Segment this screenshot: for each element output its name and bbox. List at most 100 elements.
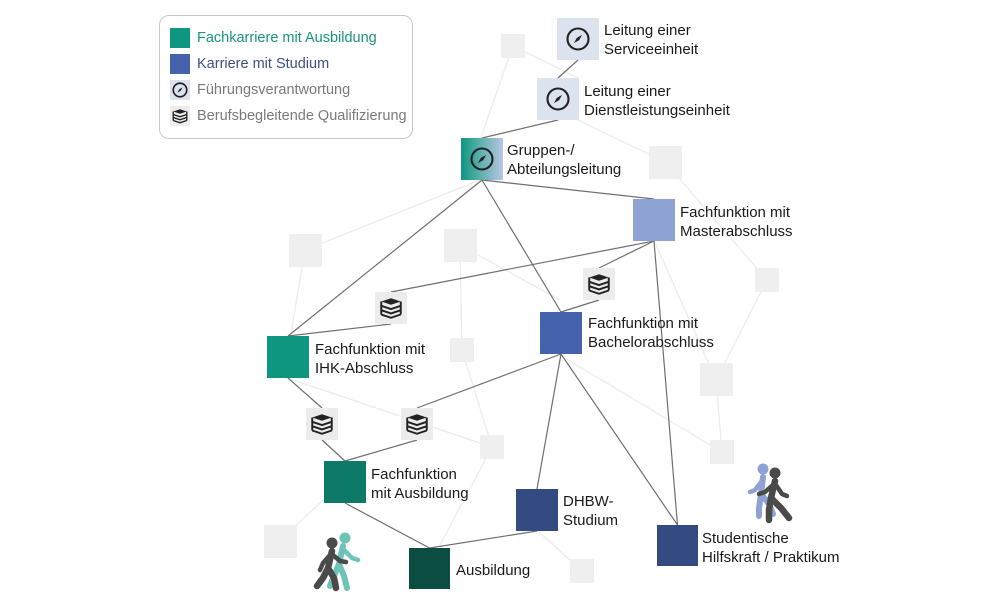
edge-group_lead-bachelor bbox=[481, 179, 562, 313]
node-gruppen-abteilungsleitung[interactable] bbox=[461, 138, 503, 180]
edge-bachelor-dhbw bbox=[536, 353, 562, 490]
node-label-line: DHBW- bbox=[563, 493, 614, 510]
legend-item-fuehrung: Führungsverantwortung bbox=[170, 79, 350, 101]
edge-dhbw-ausbildung bbox=[429, 530, 538, 549]
legend-label: Karriere mit Studium bbox=[197, 56, 330, 72]
node-label-line: Bachelorabschluss bbox=[588, 334, 714, 351]
legend-label: Berufsbegleitende Qualifizierung bbox=[197, 108, 407, 124]
books-icon bbox=[583, 268, 615, 300]
edge-books_a-ihk bbox=[287, 323, 392, 337]
legend-swatch-blue bbox=[170, 54, 190, 74]
legend: Fachkarriere mit Ausbildung Karriere mit… bbox=[159, 15, 413, 139]
node-fachfunktion-master[interactable] bbox=[633, 199, 675, 241]
faint-edge bbox=[653, 239, 717, 381]
ghost-node bbox=[570, 559, 594, 583]
node-label-line: Fachfunktion mit bbox=[588, 315, 699, 332]
ghost-node bbox=[264, 525, 297, 558]
books-icon bbox=[375, 292, 407, 324]
ghost-node bbox=[649, 146, 682, 179]
node-fachfunktion-ihk[interactable] bbox=[267, 336, 309, 378]
node-label-line: Fachfunktion mit bbox=[680, 204, 791, 221]
compass-icon bbox=[566, 27, 590, 51]
edge-books_b-bachelor bbox=[560, 299, 600, 313]
books-icon bbox=[306, 408, 338, 440]
node-label-line: Studentische bbox=[702, 530, 789, 547]
ghost-node bbox=[755, 268, 779, 292]
edge-service_lead-dienst_lead bbox=[557, 59, 579, 79]
walking-people-icon bbox=[313, 532, 361, 592]
node-fachfunktion-bachelor[interactable] bbox=[540, 312, 582, 354]
books-icon bbox=[401, 408, 433, 440]
node-label: Gruppen-/ Abteilungsleitung bbox=[507, 141, 621, 179]
ghost-node bbox=[450, 338, 474, 362]
node-leitung-dienstleistungseinheit[interactable] bbox=[537, 78, 579, 120]
compass-icon bbox=[170, 80, 190, 100]
edge-dienst_lead-group_lead bbox=[481, 119, 559, 139]
books-icon bbox=[170, 106, 190, 126]
node-label: Leitung einer Dienstleistungseinheit bbox=[584, 82, 730, 120]
edge-fach_ausb-ausbildung bbox=[344, 502, 430, 549]
main-network bbox=[287, 59, 679, 549]
node-label-line: Gruppen-/ bbox=[507, 142, 575, 159]
node-label-line: Leitung einer bbox=[604, 22, 691, 39]
legend-label: Fachkarriere mit Ausbildung bbox=[197, 30, 377, 46]
node-label-line: Hilfskraft / Praktikum bbox=[702, 549, 840, 566]
legend-label: Führungsverantwortung bbox=[197, 82, 351, 98]
faint-edge bbox=[559, 354, 723, 453]
node-label-line: Fachfunktion mit bbox=[315, 341, 426, 358]
legend-item-qualifizierung: Berufsbegleitende Qualifizierung bbox=[170, 105, 407, 127]
node-label: Fachfunktion mit IHK-Abschluss bbox=[315, 340, 425, 378]
ghost-node bbox=[480, 435, 504, 459]
edge-ihk-books_c bbox=[287, 377, 323, 409]
node-leitung-serviceeinheit[interactable] bbox=[557, 18, 599, 60]
legend-swatch-teal bbox=[170, 28, 190, 48]
node-label: Ausbildung bbox=[456, 561, 530, 580]
node-label-line: Leitung einer bbox=[584, 83, 671, 100]
edge-books_d-fach_ausb bbox=[344, 439, 418, 462]
faint-edge bbox=[664, 161, 768, 281]
ghost-node bbox=[710, 440, 734, 464]
ghost-node bbox=[700, 363, 733, 396]
node-fachfunktion-ausbildung[interactable] bbox=[324, 461, 366, 503]
node-label-line: mit Ausbildung bbox=[371, 485, 469, 502]
node-label-line: Studium bbox=[563, 512, 619, 529]
edge-group_lead-ihk bbox=[287, 179, 483, 337]
node-label: Fachfunktion mit Masterabschluss bbox=[680, 203, 793, 241]
compass-icon bbox=[546, 87, 570, 111]
ghost-node bbox=[289, 234, 322, 267]
node-dhbw-studium[interactable] bbox=[516, 489, 558, 531]
legend-item-studium: Karriere mit Studium bbox=[170, 53, 329, 75]
node-label-line: Serviceeinheit bbox=[604, 41, 699, 58]
node-label-line: IHK-Abschluss bbox=[315, 360, 414, 377]
walking-people-icon bbox=[747, 463, 793, 524]
edge-group_lead-master bbox=[481, 179, 655, 200]
node-label-line: Masterabschluss bbox=[680, 223, 793, 240]
node-label-line: Fachfunktion bbox=[371, 466, 457, 483]
faint-edge bbox=[459, 244, 463, 351]
faint-edge bbox=[479, 45, 514, 141]
node-label: DHBW- Studium bbox=[563, 492, 618, 530]
faint-edge bbox=[439, 446, 493, 546]
node-label: Studentische Hilfskraft / Praktikum bbox=[702, 529, 840, 567]
node-label: Fachfunktion mit Ausbildung bbox=[371, 465, 469, 503]
edge-bachelor-books_d bbox=[416, 353, 562, 409]
legend-item-fachkarriere: Fachkarriere mit Ausbildung bbox=[170, 27, 377, 49]
node-label: Fachfunktion mit Bachelorabschluss bbox=[588, 314, 714, 352]
edge-master-books_a bbox=[390, 240, 655, 293]
node-label-line: Ausbildung bbox=[456, 562, 531, 579]
edge-bachelor-student bbox=[560, 353, 678, 526]
node-label-line: Abteilungsleitung bbox=[507, 161, 622, 178]
node-label: Leitung einer Serviceeinheit bbox=[604, 21, 698, 59]
node-ausbildung[interactable] bbox=[409, 548, 450, 589]
edge-master-student bbox=[653, 240, 679, 526]
node-label-line: Dienstleistungseinheit bbox=[584, 102, 730, 119]
ghost-node bbox=[501, 34, 525, 58]
edge-books_c-fach_ausb bbox=[321, 439, 346, 462]
node-studentische-hilfskraft[interactable] bbox=[657, 525, 698, 566]
ghost-node bbox=[444, 229, 477, 262]
faint-edge bbox=[304, 179, 481, 251]
faint-edge bbox=[286, 377, 493, 448]
compass-icon bbox=[470, 147, 494, 171]
